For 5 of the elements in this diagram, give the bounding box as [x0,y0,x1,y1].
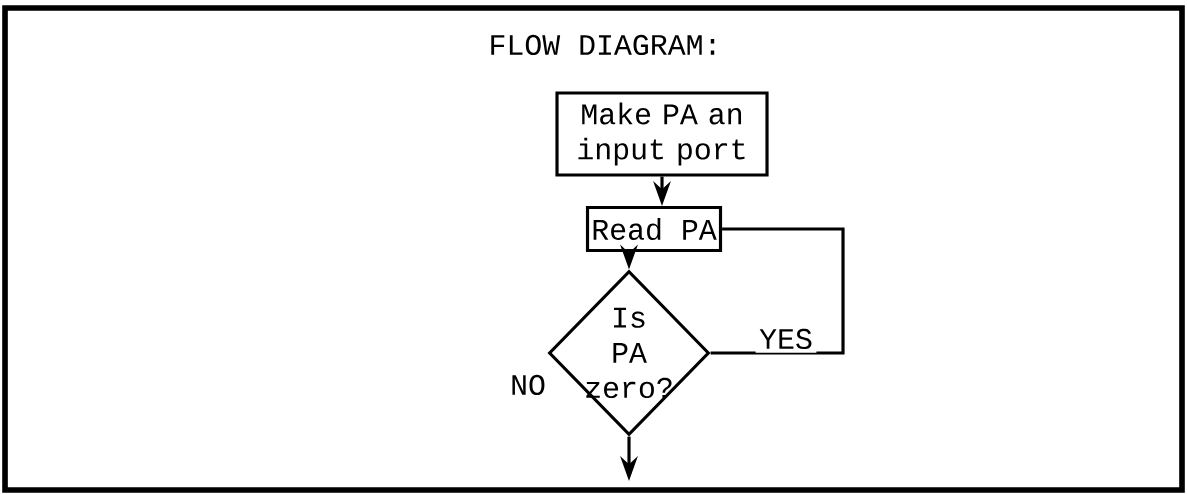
edge-label: YES [755,325,817,353]
edge-label: NO [506,371,550,399]
process-box: Make PA an input port [555,91,769,177]
diagram-title: FLOW DIAGRAM: [491,34,715,56]
process-box: Read PA [585,205,723,253]
